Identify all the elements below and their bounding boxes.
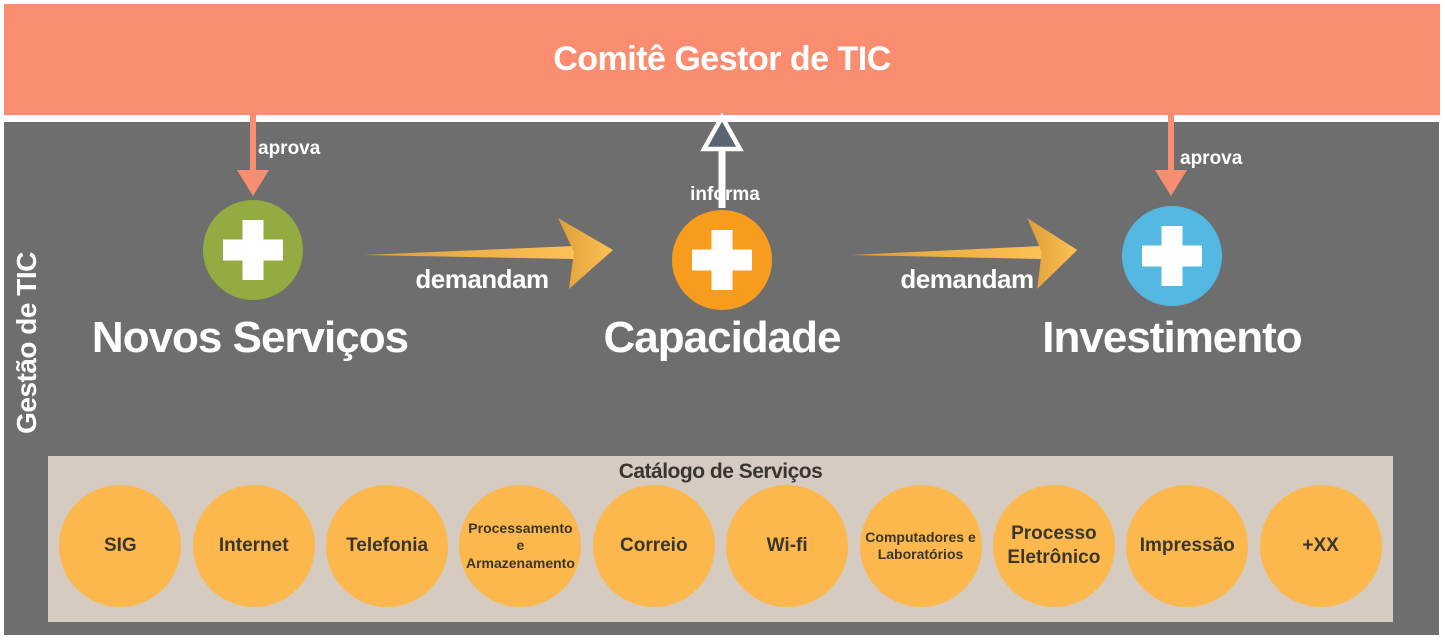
node-label: Novos Serviços (91, 313, 409, 362)
catalog-item: Internet (192, 485, 315, 607)
catalog-item: Wi-fi (726, 485, 849, 607)
arrow-shaft (1168, 114, 1174, 172)
catalog-item: Computadores e Laboratórios (859, 485, 982, 607)
plus-icon (203, 200, 303, 300)
panel-side-label: Gestão de TIC (11, 252, 42, 434)
catalog-item-label: +XX (1302, 535, 1339, 557)
plus-icon (672, 210, 772, 310)
informa-arrow-icon (700, 112, 744, 208)
demandam-arrow-icon (850, 218, 1078, 289)
node-circle (672, 210, 772, 310)
catalog-item: +XX (1259, 485, 1382, 607)
tic-management-panel: Gestão de TIC aprova aprova informa dema… (4, 112, 1439, 635)
node-label: Capacidade (603, 313, 842, 362)
catalog-item-label: Computadores e Laboratórios (865, 528, 976, 563)
banner-title: Comitê Gestor de TIC (553, 40, 891, 78)
catalog-item: Telefonia (326, 485, 449, 607)
catalog-item-label: Wi-fi (766, 535, 808, 557)
catalog-item-label: SIG (103, 535, 137, 557)
arrow-head-icon (1155, 170, 1187, 196)
catalog-item: Correio (592, 485, 715, 607)
arrow-head-icon (237, 170, 269, 196)
plus-icon (1122, 206, 1222, 306)
informa-label: informa (690, 184, 760, 205)
demandam-arrow-icon (364, 218, 613, 289)
catalog-item-label: Correio (620, 535, 688, 557)
demandam-label: demandam (900, 264, 1034, 294)
arrow-shaft (250, 114, 256, 172)
catalog-item: Processamento e Armazenamento (459, 485, 582, 607)
catalog-item-label: Telefonia (346, 535, 429, 557)
node-circle (203, 200, 303, 300)
catalog-item-label: Impressão (1139, 535, 1235, 557)
demandam-label: demandam (415, 264, 549, 294)
catalog-items-row: SIG Internet Telefonia Processamento e Arma… (48, 485, 1393, 607)
services-catalog: Catálogo de Serviços SIG Internet Telefoni… (48, 456, 1393, 622)
committee-banner: Comitê Gestor de TIC (4, 4, 1440, 115)
catalog-item-label: Internet (218, 535, 289, 557)
catalog-item: SIG (59, 485, 182, 607)
aprova-label: aprova (258, 138, 321, 159)
catalog-title: Catálogo de Serviços (618, 460, 823, 483)
aprova-label: aprova (1180, 148, 1243, 169)
catalog-item-label: Processo Eletrônico (1007, 523, 1101, 568)
catalog-item-label: Processamento e Armazenamento (465, 519, 575, 571)
node-circle (1122, 206, 1222, 306)
catalog-item: Processo Eletrônico (992, 485, 1115, 607)
catalog-item: Impressão (1126, 485, 1249, 607)
node-label: Investimento (1042, 313, 1302, 362)
